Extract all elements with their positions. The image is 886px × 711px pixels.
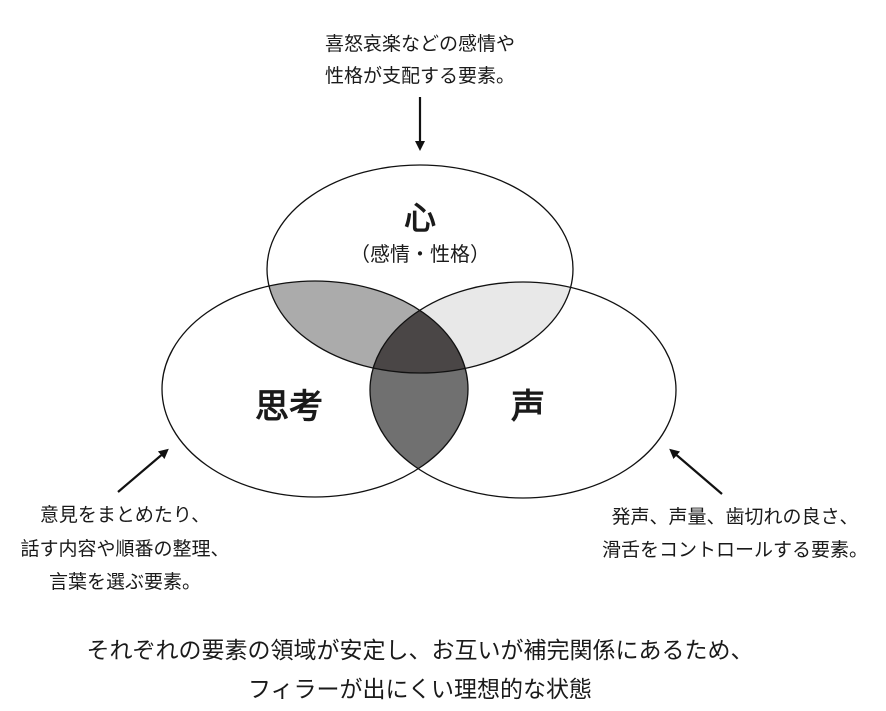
top-caption-line: 喜怒哀楽などの感情や xyxy=(325,33,515,55)
thought-label: 思考 xyxy=(255,387,323,427)
arrow-up-left-icon xyxy=(669,448,723,495)
circle-thought xyxy=(161,280,469,498)
right-caption-line: 滑舌をコントロールする要素。 xyxy=(602,539,868,561)
circle-voice xyxy=(369,281,677,499)
left-caption-line: 話す内容や順番の整理、 xyxy=(20,538,229,560)
left-caption-line: 意見をまとめたり、 xyxy=(40,504,210,526)
arrow-up-right-icon xyxy=(117,448,169,493)
bottom-caption-line: それぞれの要素の領域が安定し、お互いが補完関係にあるため、 xyxy=(87,638,754,664)
bottom-caption-line: フィラーが出にくい理想的な状態 xyxy=(248,677,592,703)
top-caption-line: 性格が支配する要素。 xyxy=(325,65,515,87)
voice-label: 声 xyxy=(511,387,545,427)
circle-heart xyxy=(266,164,574,374)
heart-label: 心 xyxy=(404,199,436,237)
left-caption-line: 言葉を選ぶ要素。 xyxy=(49,571,201,593)
overlap-all-three xyxy=(370,282,468,373)
right-caption-line: 発声、声量、歯切れの良さ、 xyxy=(611,506,858,528)
heart-sublabel: （感情・性格） xyxy=(350,242,490,266)
